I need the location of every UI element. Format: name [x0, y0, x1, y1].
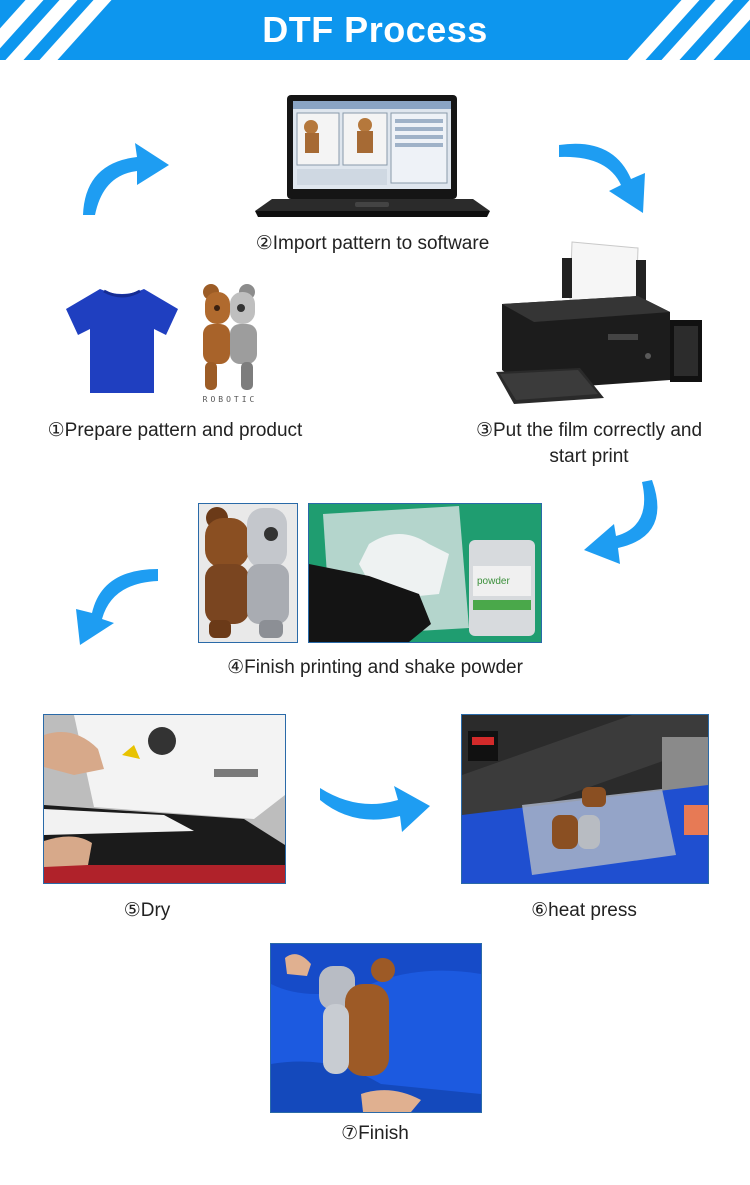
tshirt-image: [62, 285, 182, 397]
step-3-caption-line-1: ③Put the film correctly and: [475, 420, 703, 441]
arrow-down-left-icon: [580, 478, 670, 568]
step-4-caption: ④Finish printing and shake powder: [227, 657, 523, 678]
bear-pattern-image: ROBOTIC: [195, 282, 265, 407]
arrow-left-down-icon: [68, 563, 163, 648]
arrow-right-icon: [318, 782, 433, 837]
laptop-image: [255, 95, 490, 223]
powder-bag-label: powder: [477, 576, 510, 587]
step-3-caption-line-2: start print: [549, 446, 629, 467]
heat-press-photo: [461, 714, 709, 884]
page-title: DTF Process: [262, 9, 488, 50]
printer-image: [488, 238, 706, 408]
arrow-up-right-icon: [75, 135, 175, 220]
arrow-down-right-icon: [555, 135, 655, 215]
printed-film-photo: [198, 503, 298, 643]
dryer-photo: [43, 714, 286, 884]
robotic-label: ROBOTIC: [202, 395, 258, 404]
shake-powder-photo: powder: [308, 503, 542, 643]
step-1-caption: ①Prepare pattern and product: [47, 420, 303, 441]
header-banner: DTF Process: [0, 0, 750, 60]
step-5-caption: ⑤Dry: [123, 900, 171, 921]
step-2-caption: ②Import pattern to software: [255, 233, 490, 254]
step-7-caption: ⑦Finish: [341, 1123, 409, 1144]
finished-shirt-photo: [270, 943, 482, 1113]
step-6-caption: ⑥heat press: [531, 900, 637, 921]
